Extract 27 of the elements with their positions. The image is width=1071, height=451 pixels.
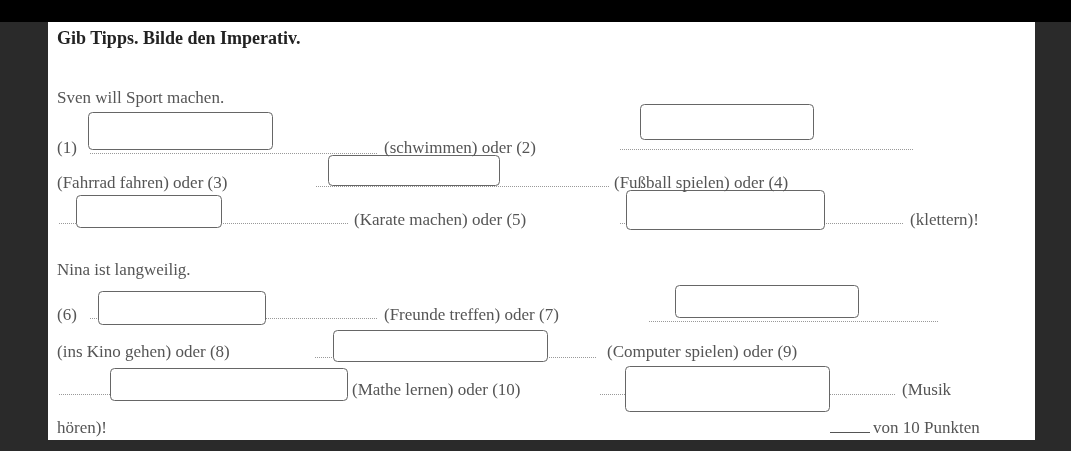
hint-text: (Fahrrad fahren) oder (3) [57,172,228,194]
intro-sentence: Sven will Sport machen. [57,87,225,109]
hint-text: (klettern)! [910,209,979,231]
hint-text: (Fußball spielen) oder (4) [614,172,789,194]
hint-text: (Musik [902,379,952,401]
answer-box [620,104,913,150]
item-number: (1) [57,137,77,159]
answer-box [59,195,348,228]
answer-box [600,366,896,412]
hint-text: (Mathe lernen) oder (10) [352,379,521,401]
answer-box [59,368,348,401]
score-text: von 10 Punkten [873,417,980,439]
answer-box [649,285,938,322]
answer-box [316,155,609,187]
hint-text: (Karate machen) oder (5) [354,209,527,231]
item-number: (6) [57,304,77,326]
answer-box [88,112,378,154]
answer-box [90,291,378,325]
hint-text: (Computer spielen) oder (9) [607,341,798,363]
hint-text: (Freunde treffen) oder (7) [384,304,559,326]
intro-sentence: Nina ist langweilig. [57,259,191,281]
task-heading: Gib Tipps. Bilde den Imperativ. [57,28,301,49]
answer-box [620,190,903,230]
hint-text: (ins Kino gehen) oder (8) [57,341,230,363]
hint-text: hören)! [57,417,108,439]
hint-text: (schwimmen) oder (2) [384,137,536,159]
answer-box [315,330,596,362]
